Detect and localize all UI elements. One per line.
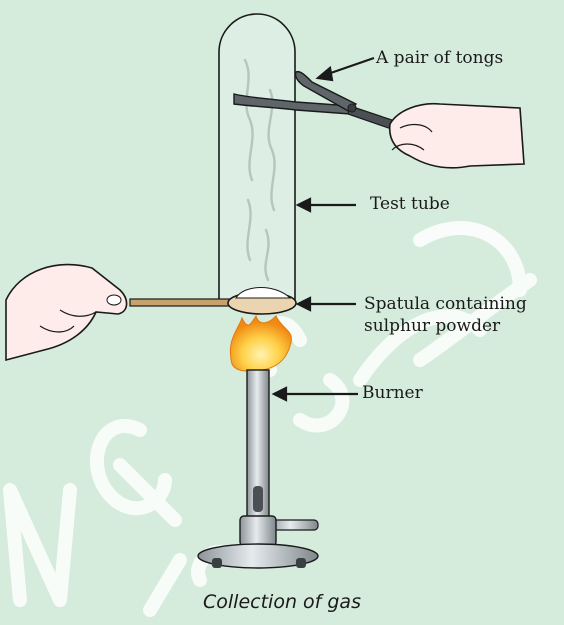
- test-tube-icon: [218, 13, 296, 302]
- tongs-icon: [233, 70, 411, 135]
- spatula-icon: [129, 287, 297, 315]
- label-spatula-line2: sulphur powder: [364, 316, 501, 336]
- hand-icon: [5, 263, 128, 362]
- figure-caption: Collection of gas: [203, 591, 361, 613]
- label-test-tube: Test tube: [370, 194, 450, 214]
- hand-icon: [388, 102, 525, 169]
- arrow-icon: [271, 56, 375, 402]
- burner-icon: [197, 369, 319, 569]
- label-spatula-line1: Spatula containing: [364, 294, 527, 314]
- label-tongs: A pair of tongs: [376, 48, 504, 68]
- label-burner: Burner: [362, 383, 423, 403]
